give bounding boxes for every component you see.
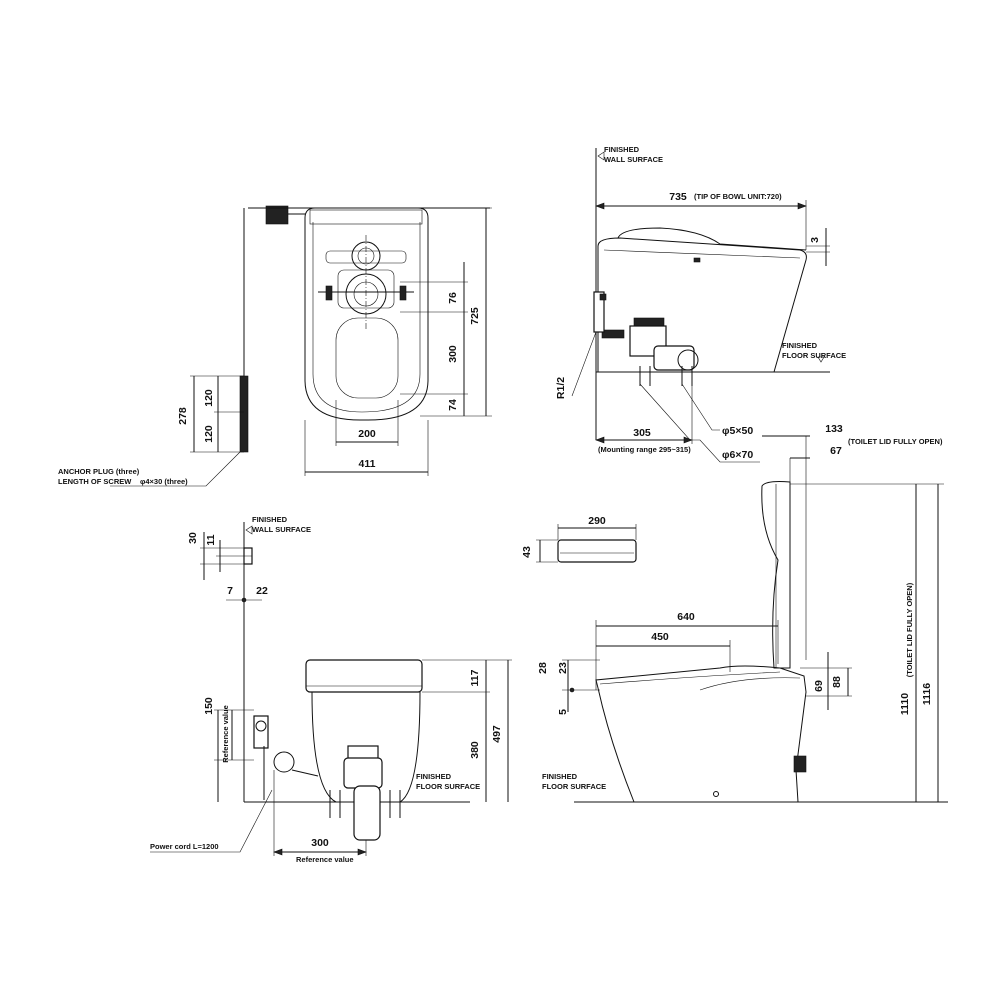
dim-5: 5 (557, 709, 569, 715)
dim-120-lower: 120 (203, 425, 215, 443)
finished-floor-line1-side: FINISHED (542, 772, 578, 781)
dim-76: 76 (447, 292, 459, 304)
side-view-lower-drawing (536, 435, 948, 803)
reference-value-vertical: Reference value (221, 705, 230, 763)
reference-value-label: Reference value (296, 855, 354, 864)
dim-450: 450 (651, 631, 669, 643)
dim-7: 7 (227, 585, 233, 597)
dim-117: 117 (469, 669, 481, 686)
dim-1116: 1116 (921, 683, 933, 705)
finished-wall-line1-front: FINISHED (252, 515, 288, 524)
front-view-drawing (150, 522, 512, 856)
dim-497: 497 (491, 725, 503, 743)
dim-22: 22 (256, 585, 268, 597)
mounting-range-note: (Mounting range 295~315) (598, 445, 691, 454)
anchor-screw-spec: φ4×30 (three) (140, 477, 188, 486)
dim-1110: 1110 (899, 693, 911, 715)
dim-69: 69 (813, 680, 825, 692)
dim-725: 725 (469, 307, 481, 325)
power-cord-label: Power cord L=1200 (150, 842, 219, 851)
dim-23: 23 (557, 662, 569, 674)
dim-30: 30 (187, 532, 199, 544)
finished-floor-line2-top: FLOOR SURFACE (782, 351, 846, 360)
dim-640: 640 (677, 611, 695, 623)
top-view-drawing (110, 205, 492, 487)
lid-fully-open-note: (TOILET LID FULLY OPEN) (848, 437, 943, 446)
screw-spec-6x70: φ6×70 (722, 449, 753, 461)
dim-411: 411 (359, 458, 376, 470)
dim-11: 11 (205, 534, 217, 545)
dim-88: 88 (831, 676, 843, 688)
finished-floor-line2-front: FLOOR SURFACE (416, 782, 480, 791)
finished-floor-line1-front: FINISHED (416, 772, 452, 781)
dim-735: 735 (669, 191, 687, 203)
finished-wall-line2-front: WALL SURFACE (252, 525, 311, 534)
anchor-plug-label: ANCHOR PLUG (three) (58, 467, 140, 476)
dim-300-front: 300 (311, 837, 329, 849)
finished-wall-line1-top: FINISHED (604, 145, 640, 154)
dim-r12: R1/2 (555, 377, 567, 399)
dim-3: 3 (809, 237, 821, 243)
dim-278: 278 (177, 407, 189, 425)
length-of-screw-label: LENGTH OF SCREW (58, 477, 132, 486)
tip-of-bowl-note: (TIP OF BOWL UNIT:720) (694, 192, 782, 201)
dim-133: 133 (825, 423, 843, 435)
dim-305: 305 (633, 427, 651, 439)
dim-300-top: 300 (447, 345, 459, 363)
finished-floor-line2-side: FLOOR SURFACE (542, 782, 606, 791)
dim-200: 200 (358, 428, 376, 440)
dim-120-upper: 120 (203, 389, 215, 407)
dim-150: 150 (203, 697, 215, 715)
dim-67: 67 (830, 445, 842, 457)
dim-28: 28 (537, 662, 549, 674)
screw-spec-5x50: φ5×50 (722, 425, 753, 437)
dim-380: 380 (469, 741, 481, 759)
dim-43: 43 (521, 546, 533, 558)
finished-wall-line2-top: WALL SURFACE (604, 155, 663, 164)
lid-fully-open-vertical: (TOILET LID FULLY OPEN) (905, 582, 914, 677)
dim-290: 290 (588, 515, 606, 527)
finished-floor-line1-top: FINISHED (782, 341, 818, 350)
side-view-upper-drawing (571, 148, 830, 463)
dim-74: 74 (447, 399, 459, 411)
